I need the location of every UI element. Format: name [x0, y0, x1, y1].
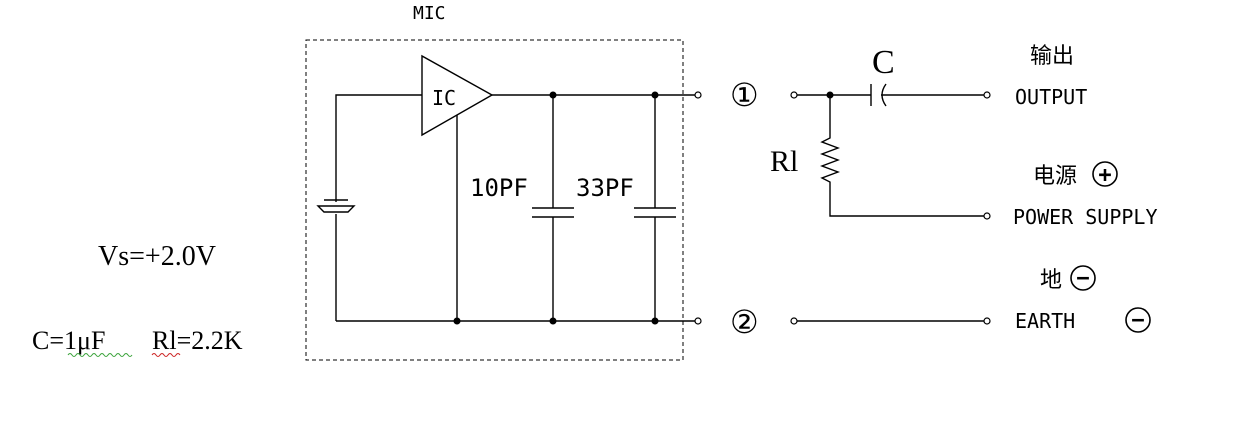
resistor-label: Rl: [770, 145, 798, 178]
minus-circle-icon: [1070, 265, 1096, 291]
rl-value-note: Rl=2.2K: [152, 326, 243, 355]
junction-dot: [549, 91, 557, 99]
ext-terminal-2: [790, 317, 798, 325]
junction-dot: [651, 317, 659, 325]
plus-circle-icon: [1092, 161, 1118, 187]
spellcheck-underline: [67, 353, 133, 357]
mic-enclosure: [305, 39, 684, 361]
mic-capsule-symbol: [316, 205, 356, 213]
output-en-label: OUTPUT: [1015, 85, 1087, 109]
load-resistor: [820, 95, 984, 217]
vs-note: Vs=+2.0V: [98, 241, 216, 272]
cap-33pf-label: 33PF: [576, 174, 634, 202]
pin-1-label: ①: [730, 77, 759, 113]
power-terminal: [983, 212, 991, 220]
power-cn-label: 电源: [1033, 164, 1077, 189]
output-terminal: [983, 91, 991, 99]
coupling-cap-label: C: [872, 44, 895, 81]
cap-10pf-label: 10PF: [470, 174, 528, 202]
earth-terminal: [983, 317, 991, 325]
spellcheck-underline: [151, 353, 181, 357]
ic-label: IC: [432, 86, 456, 110]
c-value-note: C=1μF: [32, 326, 105, 355]
earth-en-label: EARTH: [1015, 309, 1075, 333]
earth-sign: −: [1076, 266, 1089, 291]
junction-dot: [651, 91, 659, 99]
junction-dot: [549, 317, 557, 325]
ext-terminal-1: [790, 91, 798, 99]
mic-terminal-2: [694, 317, 702, 325]
minus-circle-icon: [1125, 307, 1151, 333]
mic-element-wire-top: [335, 94, 422, 202]
mic-terminal-1: [694, 91, 702, 99]
earth-cn-label: 地: [1040, 268, 1062, 293]
power-en-label: POWER SUPPLY: [1013, 205, 1158, 229]
mic-label: MIC: [413, 3, 446, 24]
output-cn-label: 输出: [1030, 44, 1074, 69]
pin-2-label: ②: [730, 304, 759, 340]
power-sign: +: [1098, 163, 1111, 188]
earth-sign-2: −: [1131, 308, 1144, 333]
junction-dot: [453, 317, 461, 325]
